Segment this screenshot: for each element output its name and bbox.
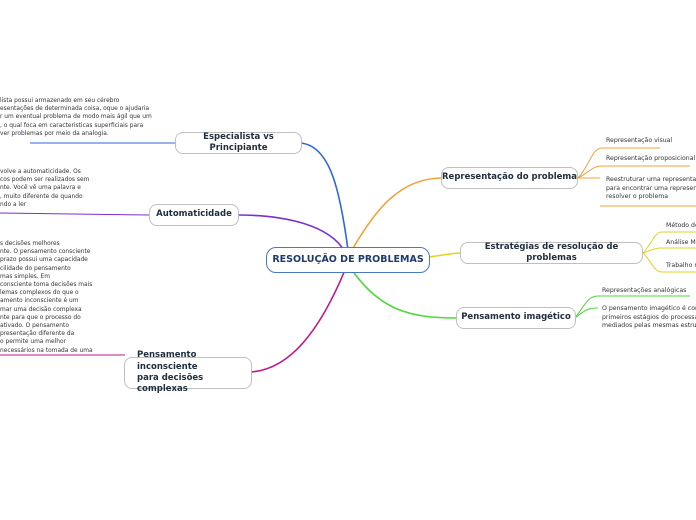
leaf-visual-representation[interactable]: Representação visual — [606, 137, 673, 144]
note-line: s decisões melhores — [0, 241, 60, 247]
note-line: consciente toma decisões mais — [0, 282, 93, 289]
note-line: ver problemas por meio da analogia. — [0, 130, 109, 137]
leaf-analog-representations[interactable]: Representações analógicas — [602, 287, 687, 294]
note-line: necessários na tomada de uma — [0, 347, 93, 354]
leaf-line: para encontrar uma representa — [606, 184, 696, 192]
connector-imagetic — [351, 269, 457, 319]
leaf-analysis[interactable]: Análise Me — [666, 239, 696, 246]
leaf-line: mediados pelas mesmas estrutur — [602, 322, 696, 329]
leaf-connector-rep-1 — [577, 147, 660, 179]
central-topic[interactable]: RESOLUÇÃO DE PROBLEMAS — [266, 247, 430, 273]
note-automaticity: volve a automaticidade. Os cos podem ser… — [0, 168, 125, 209]
topic-problem-representation[interactable]: Representação do problema — [441, 167, 578, 189]
leaf-work[interactable]: Trabalho n — [666, 262, 696, 269]
note-line: ativado. O pensamento — [0, 323, 69, 330]
leaf-line: primeiros estágios do processam — [602, 313, 696, 321]
leaf-line: O pensamento imagético é como — [602, 305, 696, 312]
leaf-imagetic-description[interactable]: O pensamento imagético é como primeiros … — [602, 305, 696, 331]
leaf-connector-str-2 — [642, 247, 696, 254]
leaf-line: resolver o problema — [606, 193, 669, 200]
leaf-connector-str-3 — [642, 252, 696, 273]
note-line: nte. Você vê uma palavra e — [0, 185, 81, 192]
note-line: presentação diferente da — [0, 331, 75, 338]
note-line: ndo a ler — [0, 201, 27, 208]
topic-imagetic-thinking[interactable]: Pensamento imagético — [456, 307, 576, 329]
note-line: nte para que o processo do — [0, 314, 81, 321]
leaf-connector-rep-2 — [577, 165, 690, 179]
note-line: mar uma decisão complexa — [0, 306, 82, 313]
topic-automaticity[interactable]: Automaticidade — [149, 204, 239, 226]
leaf-propositional-representation[interactable]: Representação proposicional — [606, 155, 696, 162]
note-line: amento inconsciente é um — [0, 298, 79, 305]
note-specialist: lista possui armazenado em seu cérebro e… — [0, 97, 152, 138]
note-line: prazo possui uma capacidade — [0, 257, 88, 264]
topic-unconscious-thinking[interactable]: Pensamento inconsciente para decisões co… — [124, 350, 252, 394]
note-line: esentações de determinada coisa, oque o … — [0, 106, 150, 113]
topic-solving-strategies[interactable]: Estratégias de resolução de problemas — [460, 242, 643, 264]
note-line: , o qual foca em caracteristicas superfi… — [0, 122, 144, 129]
note-line: cos podem ser realizados sem — [0, 177, 90, 184]
note-unconscious: s decisões melhores nte. O pensamento co… — [0, 240, 122, 355]
leaf-connector-img-2 — [574, 307, 599, 319]
connector-specialist — [299, 142, 349, 251]
note-line: lista possui armazenado em seu cérebro — [0, 98, 120, 104]
underline-automaticity — [0, 212, 151, 216]
note-line: nte. O pensamento consciente — [0, 249, 91, 256]
leaf-line: Reestruturar uma representaçã — [606, 176, 696, 183]
note-line: o permite uma melhor — [0, 339, 67, 346]
note-line: r um eventual problema de modo mais ágil… — [0, 114, 152, 121]
connector-unconscious — [249, 269, 346, 373]
leaf-restructure-representation[interactable]: Reestruturar uma representaçã para encon… — [606, 176, 696, 202]
topic-specialist-vs-beginner[interactable]: Especialista vs Principiante — [175, 132, 302, 154]
leaf-connector-str-1 — [642, 231, 696, 254]
leaf-method[interactable]: Método de — [666, 222, 696, 229]
connector-representation — [351, 177, 443, 251]
topic-line: para decisões complexas — [137, 373, 204, 395]
topic-line: Pensamento inconsciente — [137, 350, 198, 372]
connector-automaticity — [237, 214, 346, 253]
leaf-connector-img-1 — [574, 295, 690, 319]
note-line: , muito diferente de quando — [0, 193, 83, 200]
note-line: lemas complexos do que o — [0, 290, 79, 297]
note-line: mas simples. Em — [0, 273, 51, 280]
note-line: cilidade do pensamento — [0, 265, 71, 272]
note-line: volve a automaticidade. Os — [0, 169, 81, 175]
